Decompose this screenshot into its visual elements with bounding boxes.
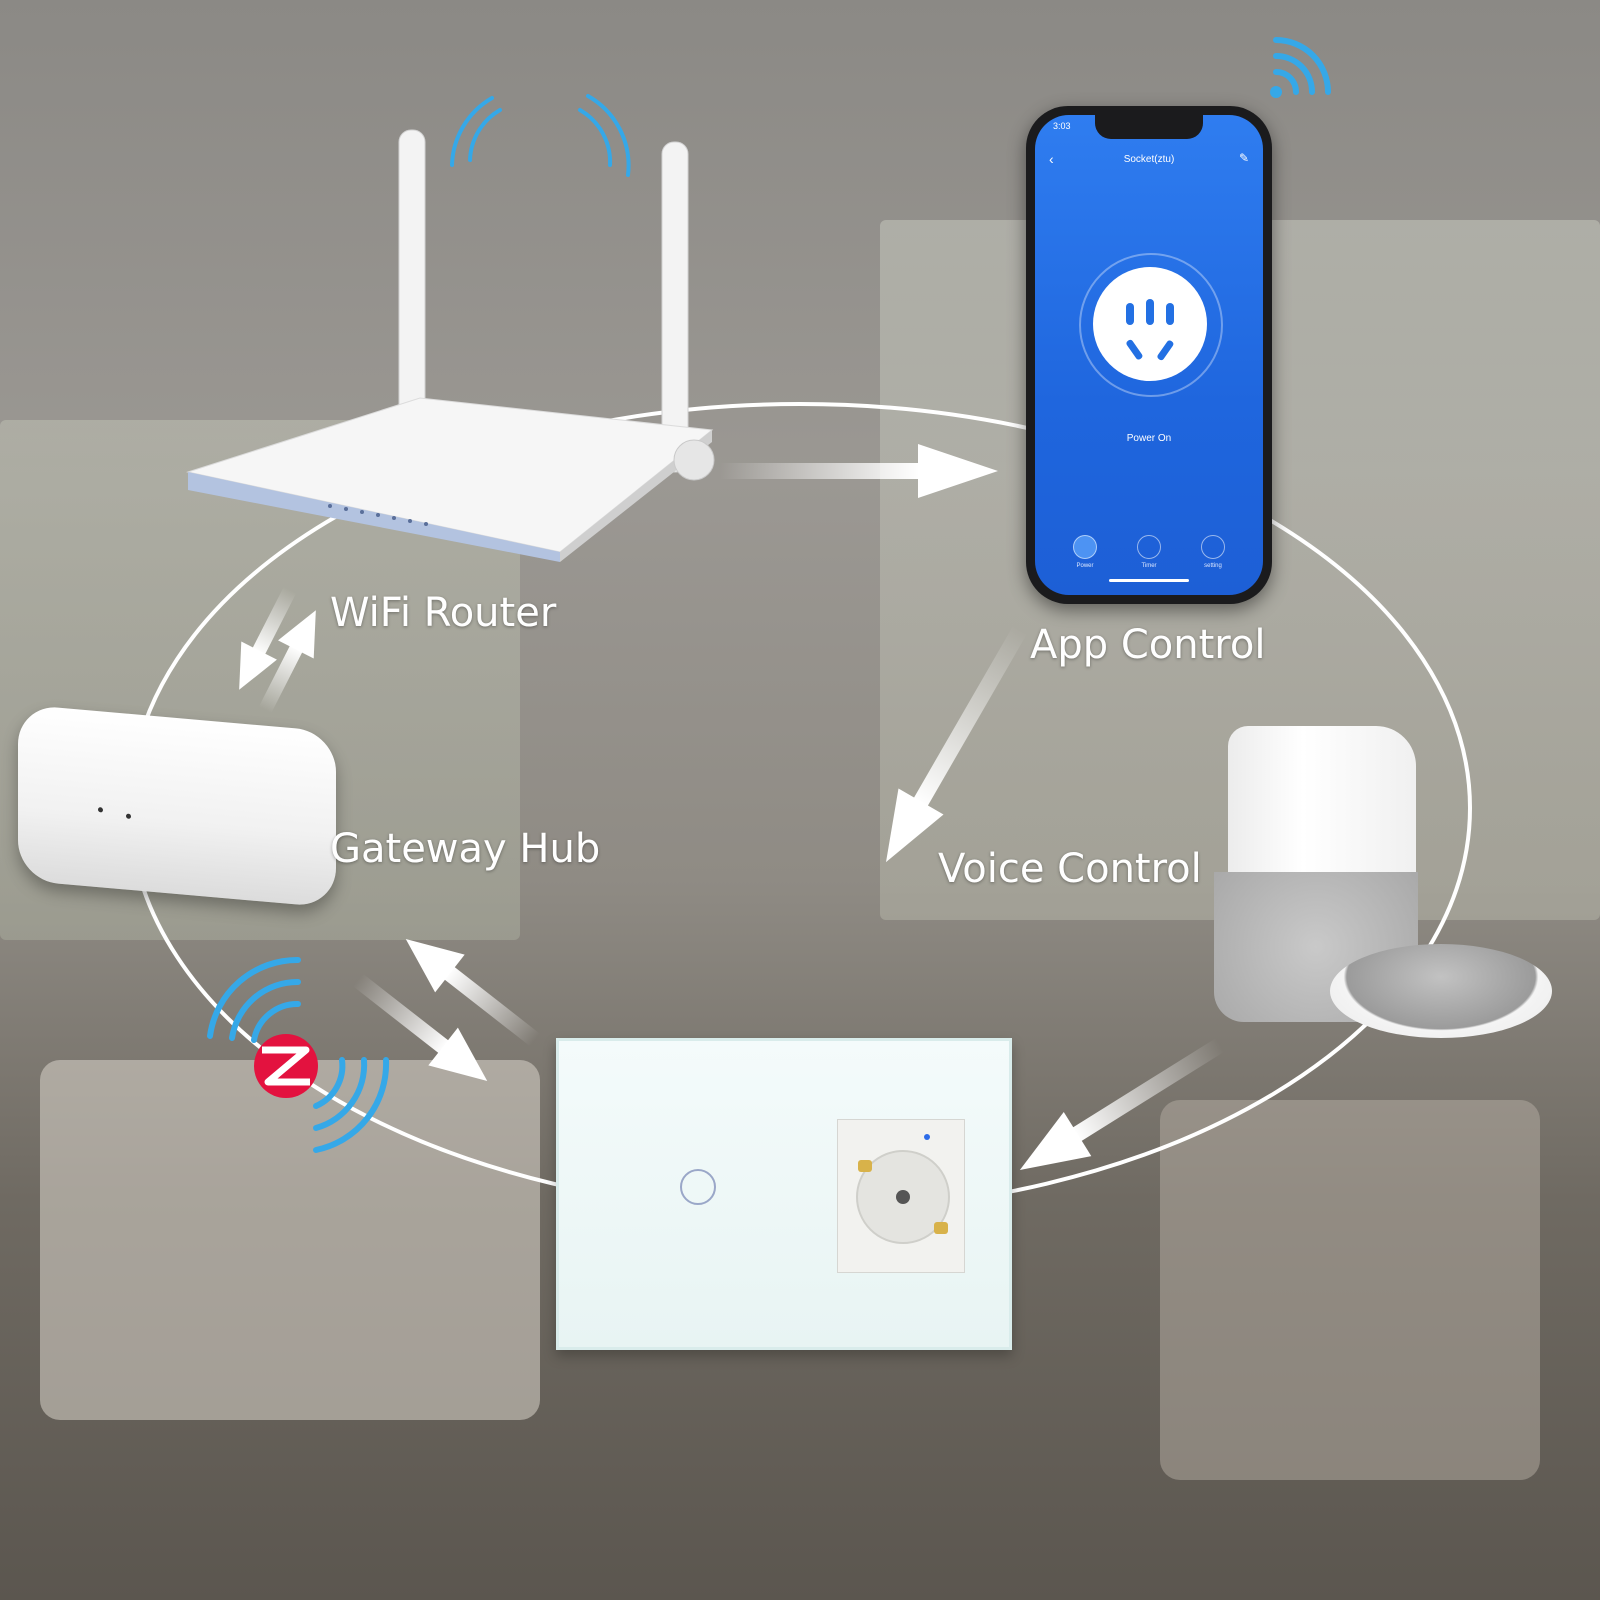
arrow-router-to-app <box>720 444 998 498</box>
edit-icon[interactable]: ✎ <box>1238 151 1249 165</box>
ground-clip <box>858 1160 872 1172</box>
label-voice-control: Voice Control <box>938 846 1202 892</box>
tab-timer[interactable]: Timer <box>1119 535 1179 569</box>
arrow-router-to-hub <box>239 586 297 690</box>
status-led <box>126 813 131 819</box>
socket-recess <box>856 1150 950 1244</box>
gateway-hub-device <box>18 704 336 908</box>
background-chair <box>1160 1100 1540 1480</box>
socket-pin-hole <box>896 1190 910 1204</box>
smartphone: 3:03 ‹ Socket(ztu) ✎ Power On Power <box>1026 106 1272 604</box>
arrow-hub-to-panel <box>353 973 488 1081</box>
socket-power-button[interactable] <box>1093 267 1207 381</box>
arrow-panel-to-hub <box>405 939 540 1047</box>
switch-socket-panel <box>556 1038 1012 1350</box>
app-title: Socket(ztu) <box>1123 154 1175 165</box>
smart-speaker-mini <box>1330 944 1552 1038</box>
status-led <box>98 807 103 813</box>
phone-notch <box>1095 115 1203 139</box>
home-indicator <box>1109 579 1189 582</box>
clock-icon <box>1137 535 1161 559</box>
tab-power[interactable]: Power <box>1055 535 1115 569</box>
back-arrow-icon[interactable]: ‹ <box>1049 151 1054 167</box>
label-wifi-router: WiFi Router <box>330 590 557 636</box>
touch-switch-button[interactable] <box>680 1169 716 1205</box>
app-screen: 3:03 ‹ Socket(ztu) ✎ Power On Power <box>1035 115 1263 595</box>
label-gateway-hub: Gateway Hub <box>330 826 601 872</box>
wall-socket <box>837 1119 965 1273</box>
cube-icon <box>1201 535 1225 559</box>
power-icon <box>1073 535 1097 559</box>
socket-ring <box>1079 253 1223 397</box>
arrow-hub-to-router <box>258 610 316 714</box>
arrow-app-to-voice <box>886 626 1027 863</box>
ground-clip <box>934 1222 948 1234</box>
zigbee-signal-waves <box>207 956 390 1153</box>
background-sofa <box>40 1060 540 1420</box>
wifi-router <box>186 129 715 562</box>
router-signal-icon <box>450 94 631 177</box>
zigbee-icon <box>254 1034 318 1098</box>
indicator-led <box>924 1134 930 1140</box>
arrow-voice-to-panel <box>1019 1038 1225 1171</box>
socket-icon <box>1126 299 1174 361</box>
label-app-control: App Control <box>1030 622 1266 668</box>
power-state-label: Power On <box>1126 433 1172 444</box>
wifi-signal-icon <box>1270 37 1331 98</box>
tab-setting[interactable]: setting <box>1183 535 1243 569</box>
status-time: 3:03 <box>1053 121 1071 131</box>
